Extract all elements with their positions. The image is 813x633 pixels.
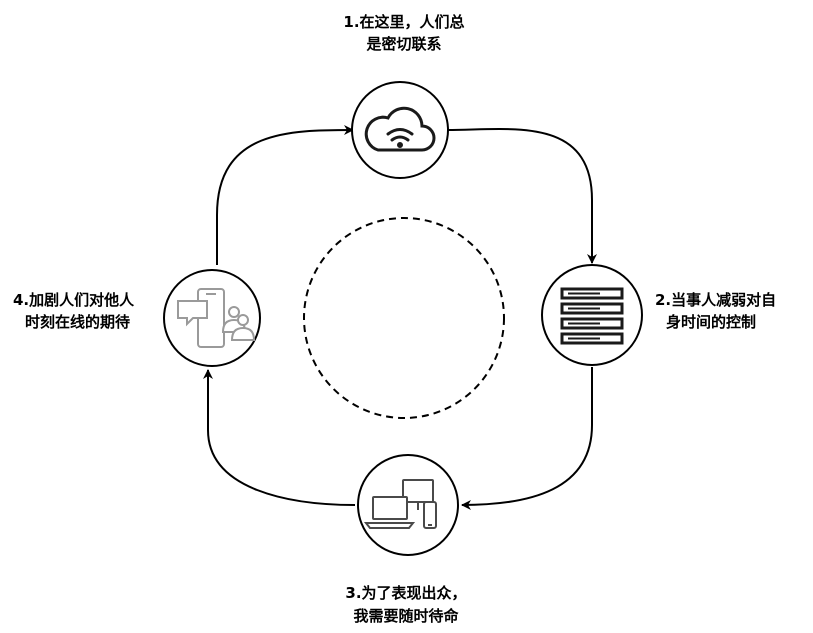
node-left: [163, 269, 261, 367]
label-top-line2: 是密切联系: [365, 35, 441, 53]
label-right-line1: 2.当事人减弱对自: [655, 291, 776, 309]
node-top: [351, 81, 449, 179]
label-right-line2: 身时间的控制: [666, 313, 756, 331]
label-left-line2: 时刻在线的期待: [25, 313, 130, 331]
arrow-bottom-to-left: [203, 369, 356, 506]
arrow-left-to-top: [216, 125, 354, 265]
node-right: [541, 264, 643, 366]
node-bottom: [357, 454, 459, 556]
cloud-wifi-icon: [364, 106, 436, 152]
phone-chat-users-icon: [177, 288, 256, 348]
center-dashed-circle: [303, 217, 505, 419]
multiple-devices-icon: [363, 479, 437, 529]
arrow-right-to-bottom: [461, 367, 593, 510]
label-bottom-line1: 3.为了表现出众，: [345, 584, 466, 602]
label-top-line1: 1.在这里，人们总: [343, 13, 464, 31]
server-rack-icon: [560, 287, 624, 345]
arrow-top-to-right: [447, 127, 597, 264]
label-bottom-line2: 我需要随时待命: [353, 607, 459, 625]
label-left-line1: 4.加剧人们对他人: [13, 291, 135, 309]
